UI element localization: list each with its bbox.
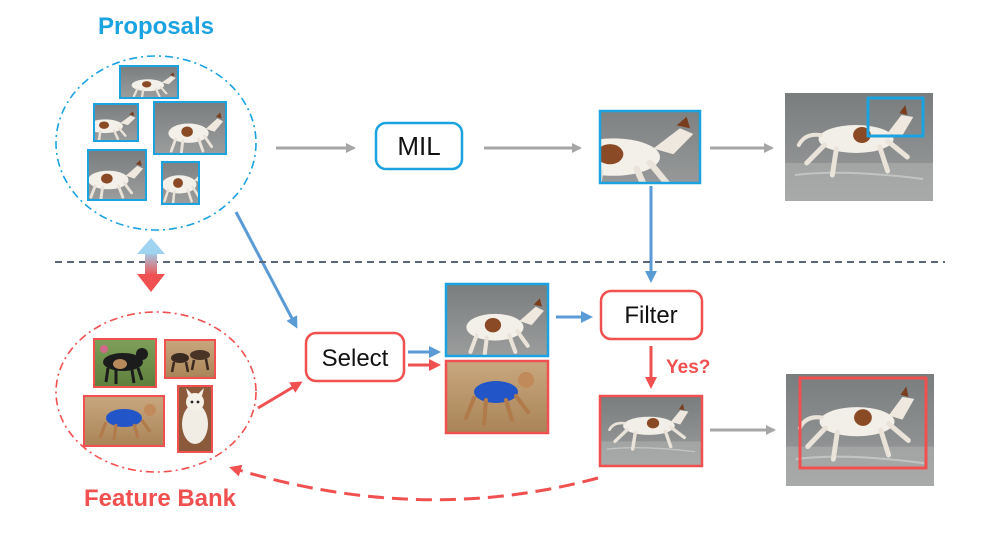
candidate-bank-image: [444, 359, 550, 435]
mil-result-scene: [785, 93, 933, 201]
proposals-group-outline: [55, 55, 257, 231]
filter-box: [599, 289, 704, 341]
yes-label: Yes?: [666, 357, 710, 378]
proposal-crop-4: [87, 149, 147, 201]
proposal-crop-3: [153, 101, 227, 155]
mil-selected-crop: [598, 109, 702, 185]
bank-image-1: [93, 338, 157, 388]
final-detection-box: [798, 376, 928, 470]
proposals-bank-link-arrow: [137, 238, 165, 292]
feature-bank-outline: [55, 311, 257, 473]
arrow-proposals-to-select: [234, 211, 298, 329]
arrow-refined-to-feature-bank: [229, 464, 599, 502]
arrow-bank-to-select: [257, 381, 303, 410]
candidate-proposal-image: [444, 282, 550, 358]
proposal-crop-5: [161, 161, 200, 205]
select-label: Select: [322, 345, 389, 372]
bank-image-2: [164, 339, 216, 379]
bank-image-4: [177, 385, 213, 453]
feature-bank-title: Feature Bank: [84, 485, 237, 512]
final-result-scene: [786, 374, 934, 486]
mil-detection-box: [866, 96, 925, 138]
refined-crop: [598, 394, 704, 468]
mil-box: [374, 121, 464, 171]
filter-label: Filter: [624, 302, 677, 329]
proposal-crop-2: [93, 103, 139, 142]
mil-label: MIL: [397, 131, 440, 161]
proposal-crop-1: [119, 65, 179, 99]
proposals-title: Proposals: [98, 13, 214, 40]
bank-image-3: [83, 395, 165, 447]
select-box: [304, 331, 406, 383]
